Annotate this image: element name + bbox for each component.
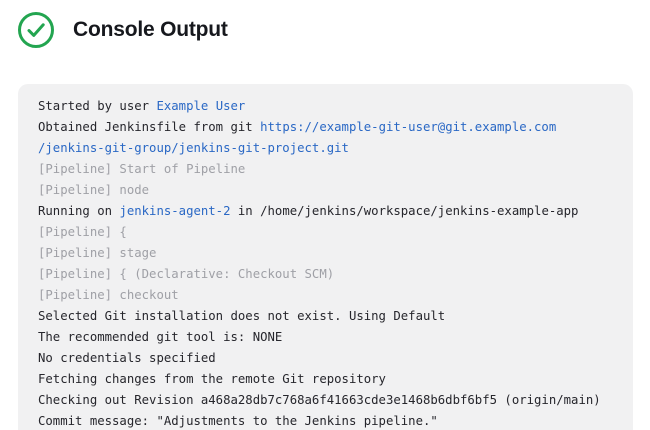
console-link[interactable]: jenkins-agent-2 xyxy=(119,204,231,218)
console-text: Started by user xyxy=(38,99,157,113)
console-text: Fetching changes from the remote Git rep… xyxy=(38,372,386,386)
console-text: [Pipeline] checkout xyxy=(38,288,179,302)
console-text: Commit message: "Adjustments to the Jenk… xyxy=(38,414,438,428)
console-link[interactable]: Example User xyxy=(156,99,246,113)
console-text: Running on xyxy=(38,204,120,218)
console-line: Commit message: "Adjustments to the Jenk… xyxy=(38,411,613,430)
console-text: No credentials specified xyxy=(38,351,216,365)
page-header: Console Output xyxy=(17,11,228,49)
console-text: Checking out Revision a468a28db7c768a6f4… xyxy=(38,393,601,407)
console-line: [Pipeline] node xyxy=(38,180,613,201)
console-line: [Pipeline] checkout xyxy=(38,285,613,306)
console-line: [Pipeline] { (Declarative: Checkout SCM) xyxy=(38,264,613,285)
success-check-icon xyxy=(18,12,54,48)
console-line: [Pipeline] Start of Pipeline xyxy=(38,159,613,180)
console-line: /jenkins-git-group/jenkins-git-project.g… xyxy=(38,138,613,159)
console-line: The recommended git tool is: NONE xyxy=(38,327,613,348)
page-title: Console Output xyxy=(73,18,228,41)
console-line: No credentials specified xyxy=(38,348,613,369)
console-line: [Pipeline] stage xyxy=(38,243,613,264)
console-text: Selected Git installation does not exist… xyxy=(38,309,446,323)
console-text: in /home/jenkins/workspace/jenkins-examp… xyxy=(230,204,579,218)
console-text: Obtained Jenkinsfile from git xyxy=(38,120,261,134)
console-line: Obtained Jenkinsfile from git https://ex… xyxy=(38,117,613,138)
console-line: Running on jenkins-agent-2 in /home/jenk… xyxy=(38,201,613,222)
console-text: [Pipeline] stage xyxy=(38,246,157,260)
console-line: [Pipeline] { xyxy=(38,222,613,243)
console-line: Started by user Example User xyxy=(38,96,613,117)
console-text: [Pipeline] { (Declarative: Checkout SCM) xyxy=(38,267,335,281)
console-line: Selected Git installation does not exist… xyxy=(38,306,613,327)
console-text: [Pipeline] node xyxy=(38,183,150,197)
console-text: [Pipeline] Start of Pipeline xyxy=(38,162,246,176)
console-line: Checking out Revision a468a28db7c768a6f4… xyxy=(38,390,613,411)
console-link[interactable]: /jenkins-git-group/jenkins-git-project.g… xyxy=(38,141,349,155)
console-text: [Pipeline] { xyxy=(38,225,127,239)
console-line: Fetching changes from the remote Git rep… xyxy=(38,369,613,390)
console-link[interactable]: https://example-git-user@git.example.com xyxy=(260,120,557,134)
console-text: The recommended git tool is: NONE xyxy=(38,330,283,344)
